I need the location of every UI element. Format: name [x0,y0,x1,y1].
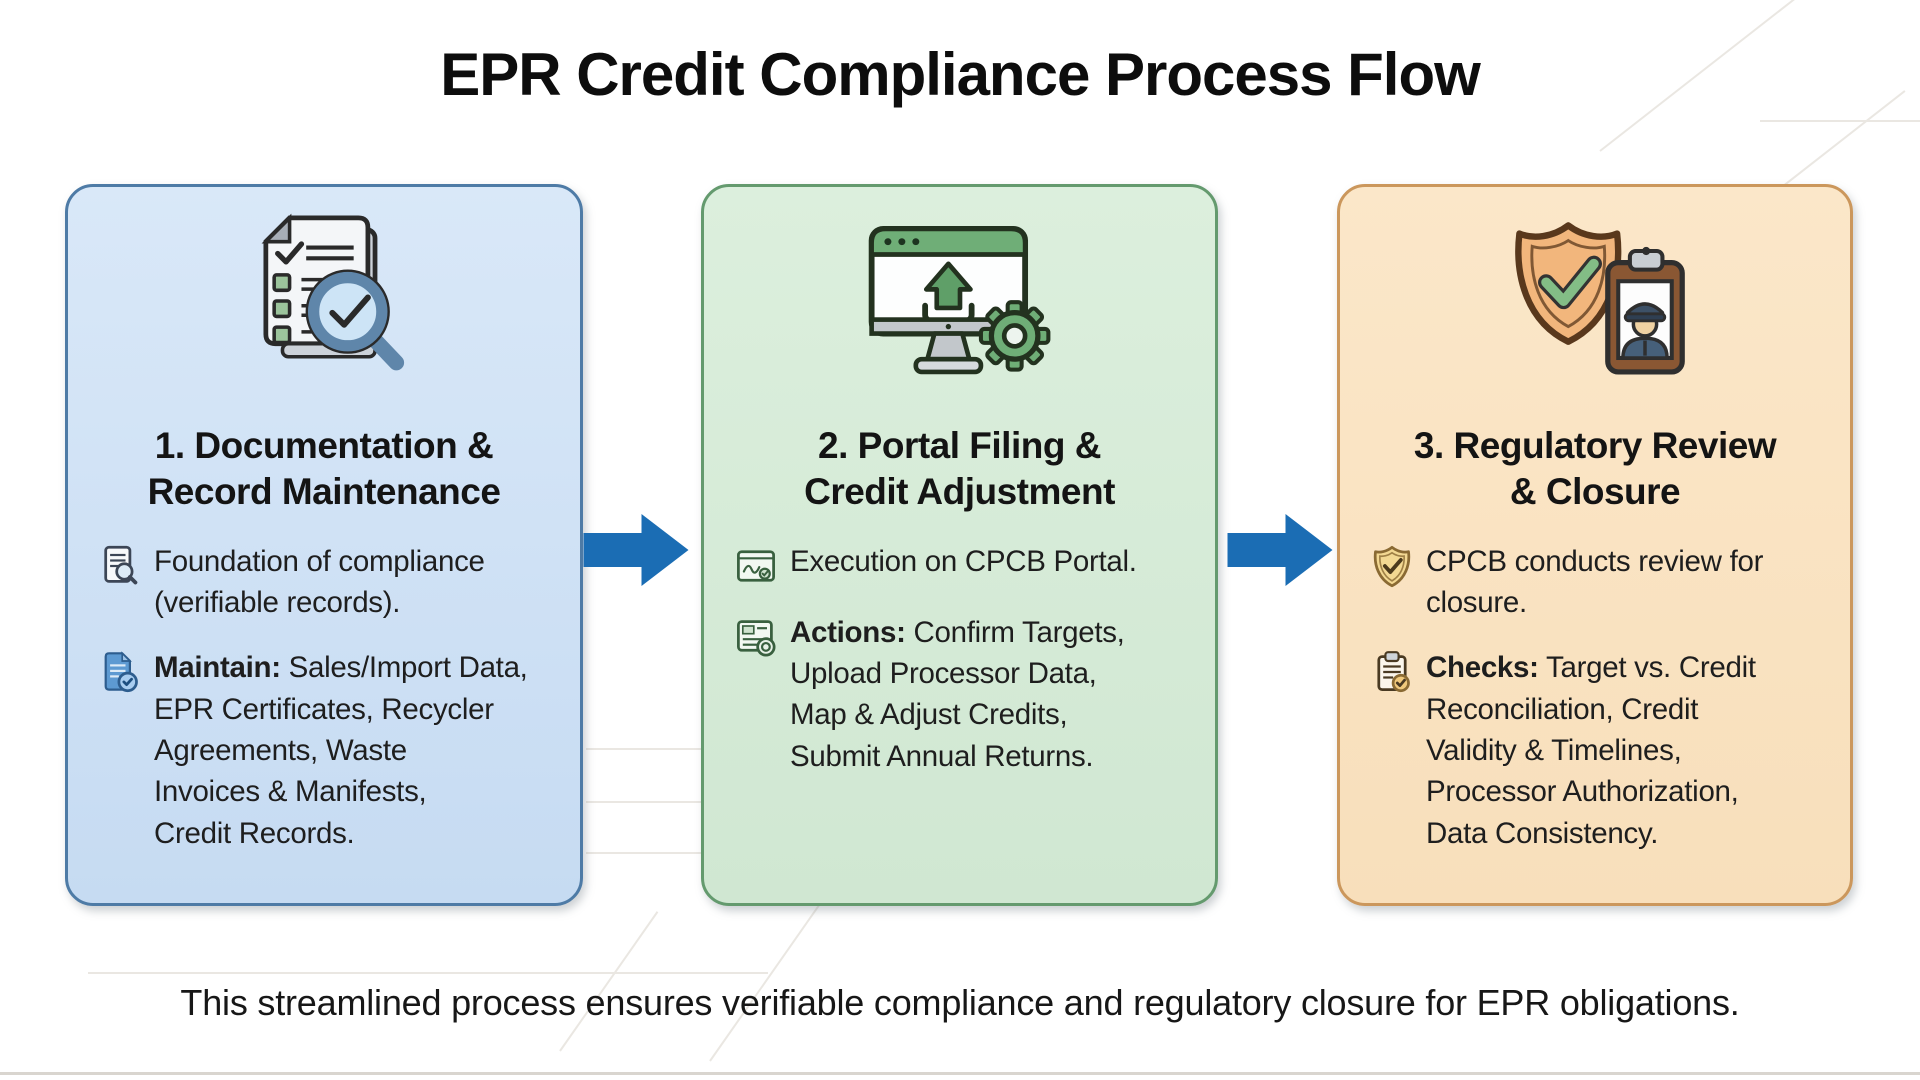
bullet-text: CPCB conducts review for closure. [1426,544,1764,620]
bullet-bold: Actions: [790,615,906,649]
card-heading: 2. Portal Filing & Credit Adjustment [804,425,1115,512]
bullet-actions: Actions: Confirm Targets, Upload Process… [734,612,1193,777]
bullet-bold: Maintain: [154,651,281,685]
document-verified-icon [104,651,138,693]
decor-line [1760,120,1920,122]
bullet-text: Foundation of compliance (verifiable rec… [154,544,485,620]
checklist-magnifier-icon [68,205,580,397]
bullet-text: Confirm Targets, Upload Processor Data, … [790,615,1125,773]
card-heading: 1. Documentation & Record Maintenance [147,425,501,512]
flow-arrow-icon [583,514,689,586]
bullet-execution: Execution on CPCB Portal. [734,541,1193,588]
page-title: EPR Credit Compliance Process Flow [440,41,1481,108]
flow-card-regulatory-review: 3. Regulatory Review & Closure CPCB cond… [1337,184,1853,906]
card-heading: 3. Regulatory Review & Closure [1413,425,1777,512]
portal-upload-gear-icon [704,205,1215,397]
clipboard-check-icon [1377,651,1410,693]
bottom-divider [0,1072,1920,1075]
bullet-text: Target vs. Credit Reconciliation, Credit… [1426,651,1756,850]
document-search-icon [104,545,138,585]
bullet-text: Execution on CPCB Portal. [790,544,1137,578]
flow-card-documentation: 1. Documentation & Record Maintenance Fo… [65,184,583,906]
shield-check-icon [1373,545,1411,587]
bullet-maintain: Maintain: Sales/Import Data, EPR Certifi… [98,647,558,853]
flow-arrow-icon [1227,514,1333,586]
bullet-review: CPCB conducts review for closure. [1370,541,1828,624]
shield-inspector-icon [1340,205,1850,397]
decor-line [88,972,768,974]
decor-line [586,748,702,750]
bullet-checks: Checks: Target vs. Credit Reconciliation… [1370,647,1828,853]
bullet-bold: Checks: [1426,651,1539,685]
ledger-target-icon [737,619,776,657]
portal-signature-icon [737,550,775,582]
bullet-foundation: Foundation of compliance (verifiable rec… [98,541,558,624]
decor-line [586,852,702,854]
bullet-text: Sales/Import Data, EPR Certificates, Rec… [154,651,528,850]
flow-card-portal-filing: 2. Portal Filing & Credit Adjustment Exe… [701,184,1218,906]
decor-line [586,801,702,803]
footer-note: This streamlined process ensures verifia… [180,982,1740,1023]
